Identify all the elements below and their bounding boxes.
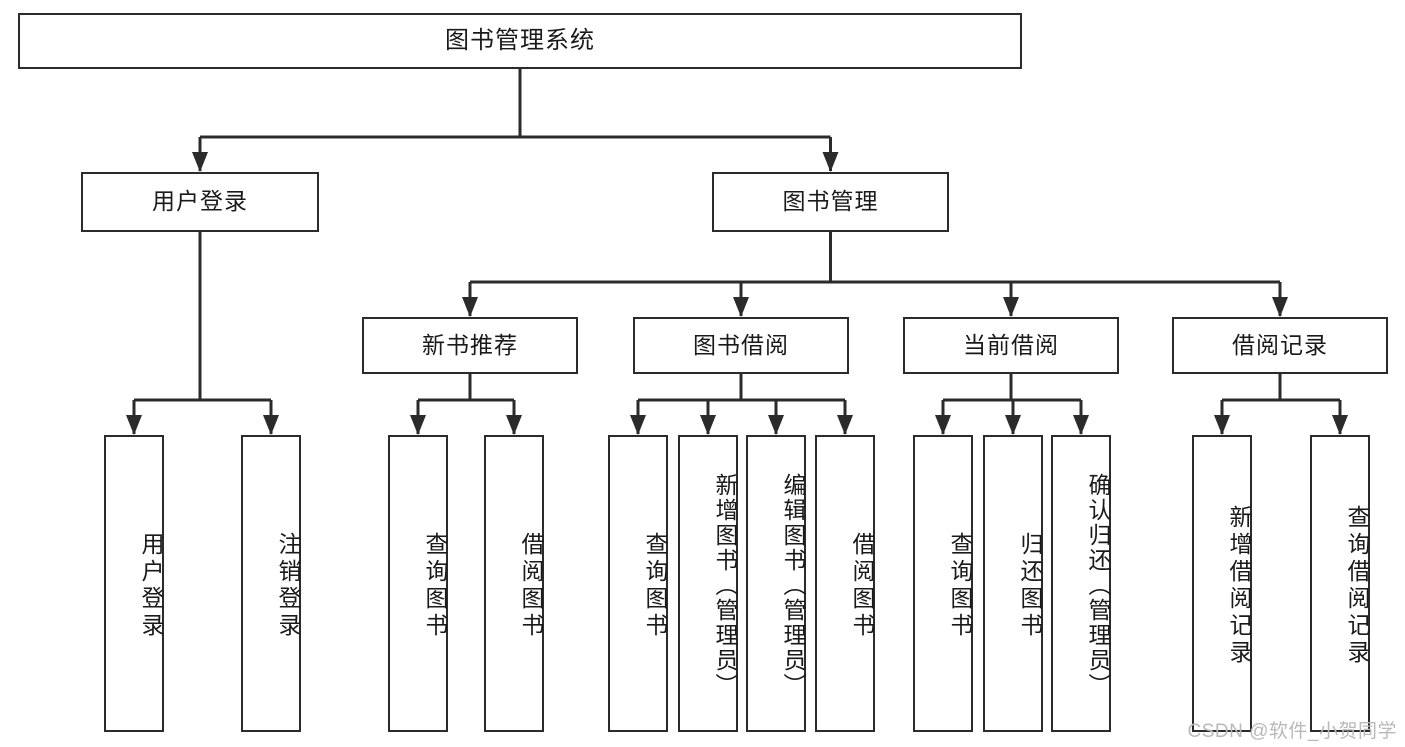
node-leaf-query-book-rec[interactable]: 查询图书 — [388, 435, 448, 732]
node-label: 图书管理系统 — [445, 26, 595, 54]
node-label: 图书管理 — [782, 188, 879, 215]
node-user-login[interactable]: 用户登录 — [81, 172, 319, 232]
edge-arrowhead — [410, 415, 426, 435]
edge-arrowhead — [700, 415, 716, 435]
node-current-borrow[interactable]: 当前借阅 — [903, 317, 1119, 374]
node-book-borrow[interactable]: 图书借阅 — [633, 317, 849, 374]
node-root[interactable]: 图书管理系统 — [18, 13, 1022, 69]
edge-arrowhead — [935, 415, 951, 435]
edge-arrowhead — [1332, 415, 1348, 435]
node-label: 新书推荐 — [422, 331, 518, 358]
edge-arrowhead — [126, 415, 142, 435]
edge-arrowhead — [768, 415, 784, 435]
edge-arrowhead — [462, 297, 478, 317]
node-label: 注销登录 — [275, 531, 301, 640]
node-leaf-user-logout[interactable]: 注销登录 — [241, 435, 301, 732]
node-label: 查询图书 — [947, 531, 973, 640]
edge-arrowhead — [630, 415, 646, 435]
node-leaf-borrow-book[interactable]: 借阅图书 — [815, 435, 875, 732]
edge-arrowhead — [192, 152, 208, 172]
edge-arrowhead — [837, 415, 853, 435]
node-label: 借阅图书 — [518, 531, 544, 640]
node-leaf-borrow-book-rec[interactable]: 借阅图书 — [484, 435, 544, 732]
node-label: 编辑图书（管理员） — [780, 473, 806, 698]
edge-arrowhead — [263, 415, 279, 435]
edge-arrowhead — [1272, 297, 1288, 317]
node-label: 用户登录 — [138, 531, 164, 640]
node-leaf-add-book-admin[interactable]: 新增图书（管理员） — [678, 435, 738, 732]
node-label: 图书借阅 — [693, 331, 789, 358]
node-leaf-confirm-return-admin[interactable]: 确认归还（管理员） — [1051, 435, 1111, 732]
node-label: 当前借阅 — [963, 331, 1059, 358]
edge-arrowhead — [1003, 297, 1019, 317]
node-leaf-user-login[interactable]: 用户登录 — [104, 435, 164, 732]
node-label: 借阅记录 — [1232, 331, 1328, 358]
node-label: 归还图书 — [1017, 531, 1043, 640]
edge-arrowhead — [1214, 415, 1230, 435]
node-label: 查询借阅记录 — [1344, 504, 1370, 667]
node-label: 查询图书 — [642, 531, 668, 640]
node-leaf-query-borrow-record[interactable]: 查询借阅记录 — [1310, 435, 1370, 732]
node-label: 查询图书 — [422, 531, 448, 640]
node-label: 新增图书（管理员） — [712, 473, 738, 698]
edge-arrowhead — [1073, 415, 1089, 435]
node-label: 新增借阅记录 — [1226, 504, 1252, 667]
node-label: 用户登录 — [152, 188, 248, 215]
edge-arrowhead — [822, 152, 839, 172]
node-book-manage[interactable]: 图书管理 — [712, 172, 949, 232]
node-borrow-record[interactable]: 借阅记录 — [1172, 317, 1388, 374]
node-label: 借阅图书 — [849, 531, 875, 640]
edge-arrowhead — [733, 297, 749, 317]
edge-arrowhead — [506, 415, 522, 435]
node-leaf-edit-book-admin[interactable]: 编辑图书（管理员） — [746, 435, 806, 732]
node-leaf-query-book-borrow[interactable]: 查询图书 — [608, 435, 668, 732]
node-leaf-add-borrow-record[interactable]: 新增借阅记录 — [1192, 435, 1252, 732]
edge-arrowhead — [1005, 415, 1021, 435]
node-label: 确认归还（管理员） — [1085, 473, 1111, 698]
node-leaf-return-book[interactable]: 归还图书 — [983, 435, 1043, 732]
node-new-book-recommend[interactable]: 新书推荐 — [362, 317, 578, 374]
node-leaf-query-book-cur[interactable]: 查询图书 — [913, 435, 973, 732]
